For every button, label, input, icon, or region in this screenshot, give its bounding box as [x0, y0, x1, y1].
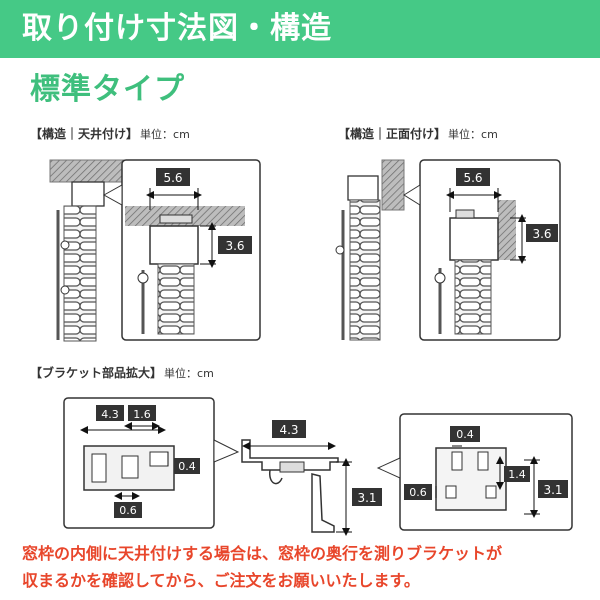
dim-bracket-center-height: 3.1	[357, 491, 376, 505]
front-mount-diagram: 5.6 3.6	[335, 159, 561, 341]
bracket-right-detail: 0.4 1.4 0.6 3.1	[376, 413, 573, 531]
dim-bracket-right-top: 0.4	[456, 428, 474, 441]
installation-note-line-2: 収まるかを確認してから、ご注文をお願いいたします。	[22, 571, 420, 590]
bracket-left-detail: 4.3 1.6 0.4 0.6	[63, 397, 240, 529]
page-title-banner: 取り付け寸法図・構造	[0, 0, 600, 58]
dim-ceiling-height: 3.6	[225, 239, 244, 253]
dim-bracket-right-height: 3.1	[543, 483, 562, 497]
dim-bracket-left-bottom: 0.6	[119, 504, 137, 517]
section-label-ceiling: 【構造｜天井付け】単位：cm	[30, 127, 190, 141]
dim-bracket-right-left: 0.6	[409, 486, 427, 499]
bracket-center-detail: 4.3 3.1	[241, 420, 382, 536]
dim-bracket-center-width: 4.3	[279, 423, 298, 437]
section-label-bracket: 【ブラケット部品拡大】単位：cm	[30, 366, 214, 380]
installation-note-line-1: 窓枠の内側に天井付けする場合は、窓枠の奥行を測りブラケットが	[22, 544, 503, 563]
dim-bracket-left-width: 4.3	[101, 408, 119, 421]
installation-note: 窓枠の内側に天井付けする場合は、窓枠の奥行を測りブラケットが 収まるかを確認して…	[22, 540, 582, 594]
section-label-front: 【構造｜正面付け】単位：cm	[338, 127, 498, 141]
page-subtitle: 標準タイプ	[30, 72, 185, 107]
page-title: 取り付け寸法図・構造	[22, 11, 332, 46]
dim-bracket-right-inner: 1.4	[508, 468, 526, 481]
dim-front-width: 5.6	[463, 171, 482, 185]
dim-front-height: 3.6	[532, 227, 551, 241]
dim-bracket-left-side: 0.4	[178, 460, 196, 473]
dim-bracket-left-inner: 1.6	[133, 408, 151, 421]
ceiling-mount-diagram: 5.6 3.6	[49, 159, 261, 342]
dim-ceiling-width: 5.6	[163, 171, 182, 185]
